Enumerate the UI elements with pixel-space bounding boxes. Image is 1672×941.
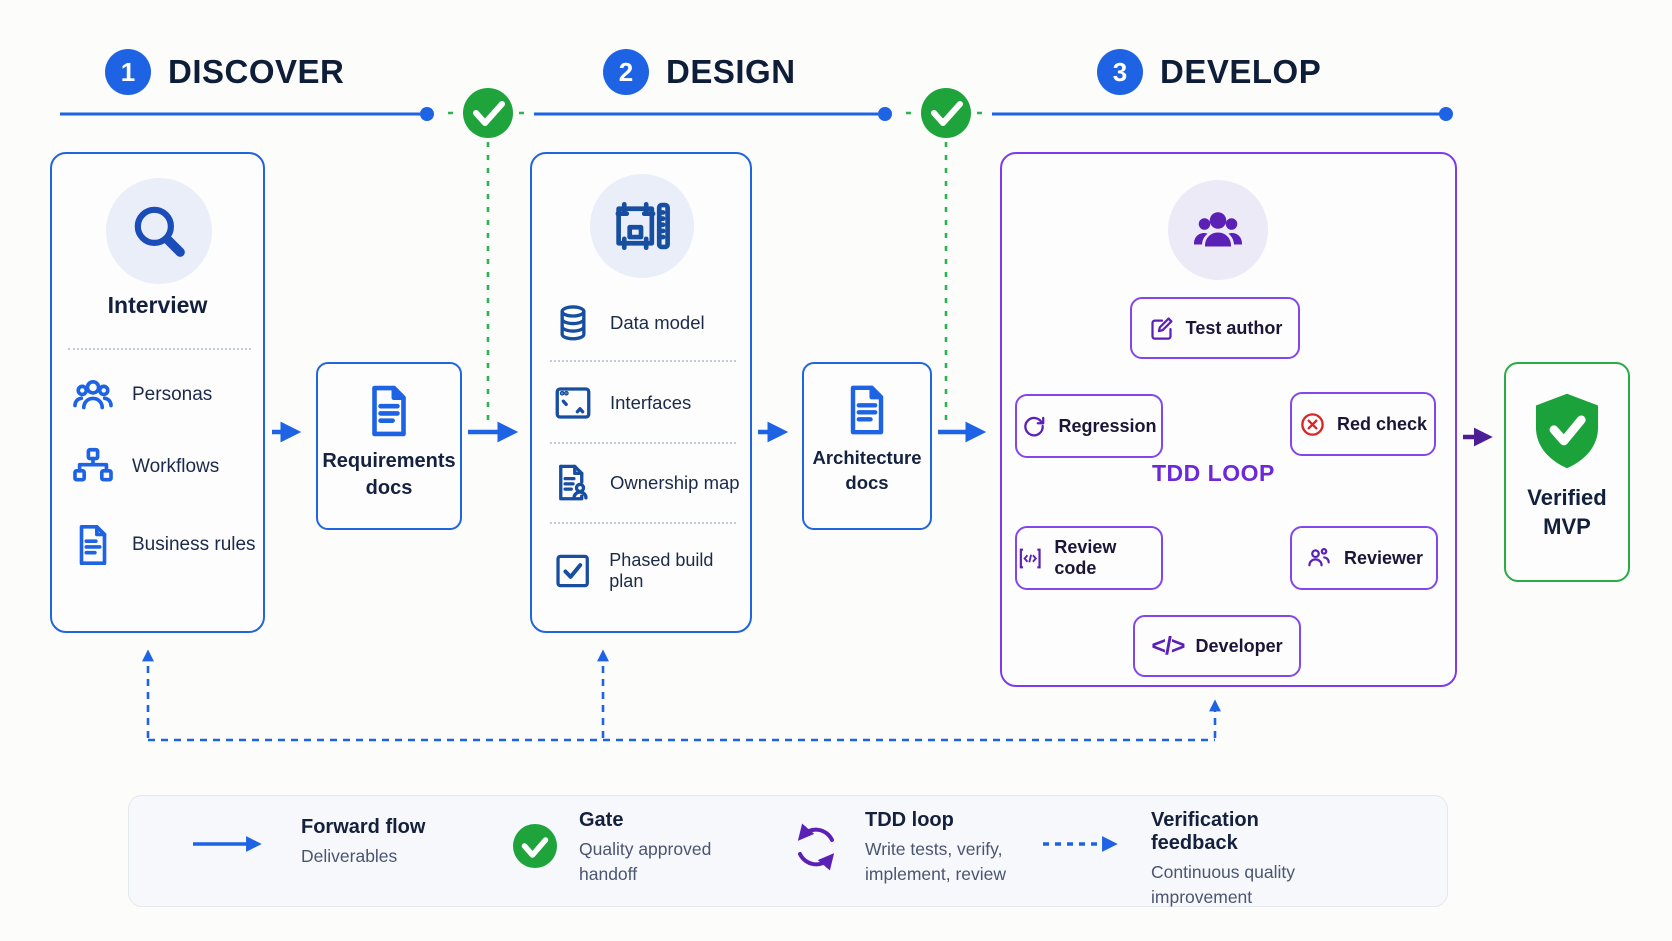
node-label: Reviewer xyxy=(1343,547,1424,568)
item-label: Ownership map xyxy=(610,472,740,493)
verified-mvp-box: Verified MVP xyxy=(1504,362,1630,582)
phase-title: DESIGN xyxy=(666,53,796,90)
node-test-author: Test author xyxy=(1130,297,1300,359)
legend-title: Verification feedback xyxy=(1151,809,1259,854)
node-label: Red check xyxy=(1336,413,1428,434)
node-regression: Regression xyxy=(1015,394,1163,458)
gate-1-icon xyxy=(463,88,513,138)
code-review-icon xyxy=(1019,548,1041,568)
discover-panel: Interview Personas Workflows Business ru… xyxy=(50,152,265,633)
legend-item-tdd-loop: TDD loop Write tests, verify, implement,… xyxy=(865,809,1050,888)
workflow-icon xyxy=(73,447,113,482)
legend-title: Forward flow xyxy=(301,816,426,838)
dashed-arrow-icon xyxy=(1043,836,1118,852)
legend-item-forward-flow: Forward flow Deliverables xyxy=(301,816,451,869)
blueprint-icon xyxy=(590,174,694,278)
legend-desc: Deliverables xyxy=(301,846,398,866)
discover-panel-title: Interview xyxy=(107,292,208,318)
shield-check-icon xyxy=(1535,393,1599,469)
gate-2-icon xyxy=(921,88,971,138)
personas-icon xyxy=(73,379,113,410)
code-icon: </> xyxy=(1151,631,1185,660)
legend-title: TDD loop xyxy=(865,809,954,831)
team-icon xyxy=(1168,180,1268,280)
legend-item-gate: Gate Quality approved handoff xyxy=(579,809,749,888)
item-label: Workflows xyxy=(132,456,220,477)
list-item-phased-build-plan: Phased build plan xyxy=(552,550,750,592)
legend-title: Gate xyxy=(579,809,624,831)
tdd-loop-label: TDD LOOP xyxy=(1152,460,1275,486)
legend-desc: Continuous quality improvement xyxy=(1151,862,1295,908)
reviewer-icon xyxy=(1308,548,1330,567)
node-review-code: Review code xyxy=(1015,526,1163,590)
list-item-business-rules: Business rules xyxy=(70,522,256,568)
divider xyxy=(550,442,736,444)
legend-desc: Quality approved handoff xyxy=(579,839,712,885)
tdd-loop-icon xyxy=(797,823,835,871)
window-icon xyxy=(555,387,591,419)
node-label: Test author xyxy=(1185,317,1283,338)
phase-number-badge: 1 xyxy=(105,49,151,95)
forward-arrow-icon xyxy=(193,836,262,852)
list-item-data-model: Data model xyxy=(552,302,705,344)
design-panel: Data model Interfaces Ownership map Phas… xyxy=(530,152,752,633)
verification-feedback-path xyxy=(142,649,1221,742)
item-label: Data model xyxy=(610,312,705,333)
database-icon xyxy=(560,305,586,341)
pen-square-icon xyxy=(1151,316,1173,340)
phase-timeline xyxy=(60,107,1453,121)
divider xyxy=(68,348,251,350)
node-label: Review code xyxy=(1054,537,1117,578)
box-label-line2: docs xyxy=(845,471,889,493)
phase-header-discover: 1 DISCOVER xyxy=(105,49,344,95)
node-developer: </> Developer xyxy=(1133,615,1301,677)
document-icon xyxy=(850,385,884,435)
box-label-line1: Requirements xyxy=(322,450,456,472)
legend-desc: Write tests, verify, implement, review xyxy=(865,839,1007,885)
list-item-workflows: Workflows xyxy=(70,444,219,490)
node-label: Regression xyxy=(1058,415,1157,436)
divider xyxy=(550,522,736,524)
box-label-line2: docs xyxy=(365,477,413,499)
refresh-icon xyxy=(1024,416,1045,437)
document-icon xyxy=(372,385,406,437)
item-label: Personas xyxy=(132,384,213,405)
ownership-icon xyxy=(559,464,588,501)
phase-title: DISCOVER xyxy=(168,53,345,90)
legend-item-verification-feedback: Verification feedback Continuous quality… xyxy=(1151,809,1351,911)
node-reviewer: Reviewer xyxy=(1290,526,1438,590)
gate-check-icon xyxy=(513,824,557,868)
mvp-label-line1: Verified xyxy=(1527,485,1607,510)
box-label-line1: Architecture xyxy=(812,447,922,468)
phase-header-design: 2 DESIGN xyxy=(603,49,796,95)
item-label: Business rules xyxy=(132,534,256,555)
architecture-docs-box: Architecture docs xyxy=(802,362,932,530)
document-icon xyxy=(79,524,107,566)
x-circle-icon xyxy=(1301,412,1324,436)
requirements-docs-box: Requirements docs xyxy=(316,362,462,530)
divider xyxy=(550,360,736,362)
legend: Forward flow Deliverables Gate Quality a… xyxy=(128,795,1448,907)
checkbox-icon xyxy=(556,554,589,588)
list-item-ownership-map: Ownership map xyxy=(552,462,740,504)
phase-number-badge: 3 xyxy=(1097,49,1143,95)
item-label: Interfaces xyxy=(610,392,692,413)
phase-title: DEVELOP xyxy=(1160,53,1322,90)
item-label: Phased build plan xyxy=(609,550,714,591)
list-item-interfaces: Interfaces xyxy=(552,382,691,424)
node-label: Developer xyxy=(1195,635,1283,656)
node-red-check: Red check xyxy=(1290,392,1436,456)
list-item-personas: Personas xyxy=(70,372,212,418)
magnifier-icon xyxy=(106,178,212,284)
mvp-label-line2: MVP xyxy=(1543,513,1591,539)
phase-header-develop: 3 DEVELOP xyxy=(1097,49,1321,95)
phase-number-badge: 2 xyxy=(603,49,649,95)
